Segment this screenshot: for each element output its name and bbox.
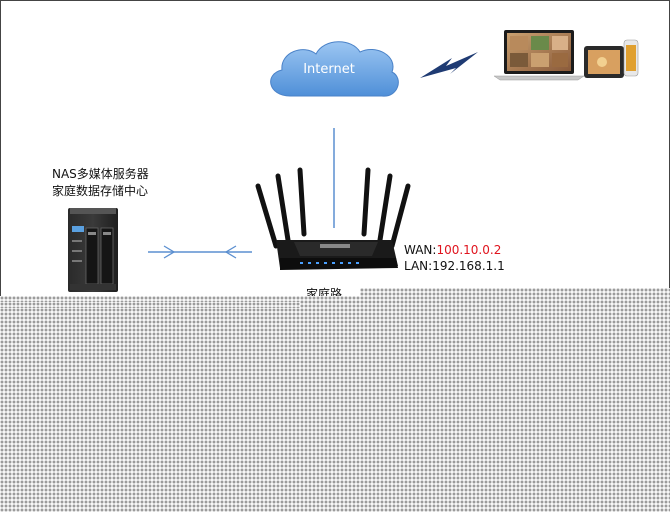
- cloud-label: Internet: [303, 62, 355, 77]
- tablet-icon: [584, 46, 624, 78]
- phone-icon: [623, 39, 639, 77]
- lan-address: LAN:192.168.1.1: [404, 259, 505, 273]
- laptop-icon: [493, 30, 585, 81]
- wireless-signal-icon: [420, 52, 478, 78]
- cloud-icon: [270, 41, 399, 97]
- nas-device-icon: [68, 208, 118, 292]
- nas-title-line2: 家庭数据存储中心: [52, 184, 149, 198]
- noise-region: [0, 296, 670, 512]
- wan-value: 100.10.0.2: [436, 243, 502, 257]
- router-icon: [255, 167, 411, 270]
- wan-prefix: WAN:: [404, 243, 437, 257]
- nas-title-line1: NAS多媒体服务器: [52, 167, 149, 181]
- nas-router-link: [148, 245, 252, 259]
- wan-address: WAN:100.10.0.2: [404, 242, 501, 259]
- noise-region-upper: [360, 288, 670, 296]
- noise-region-left: [0, 302, 300, 308]
